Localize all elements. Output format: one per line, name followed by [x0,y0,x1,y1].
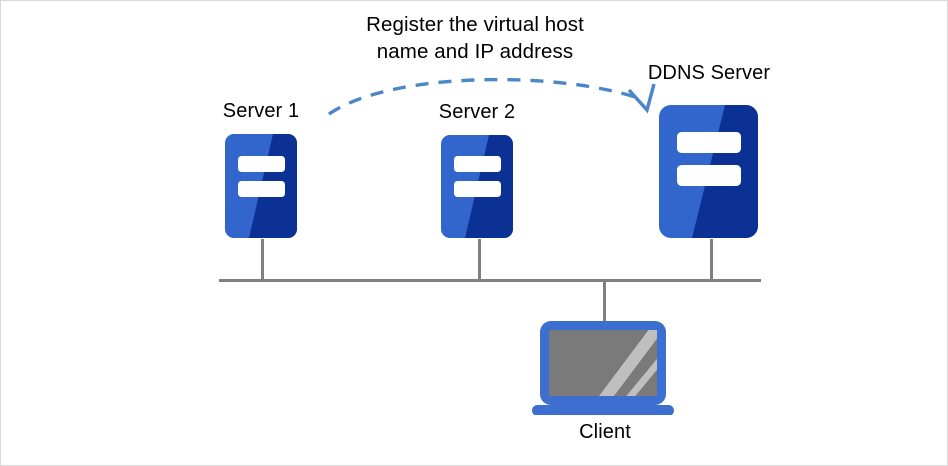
laptop-base [532,405,674,415]
node-label-server-1: Server 1 [222,100,300,122]
register-arrow-head [627,83,656,114]
node-label-ddns-server: DDNS Server [647,62,771,84]
annotation-line-1: Register the virtual host [366,13,584,36]
server-1-icon [225,134,297,238]
annotation-line-2: name and IP address [376,40,574,63]
client-laptop-icon [532,320,674,415]
annotation-label: Register the virtual host name and IP add… [1,11,947,65]
wire-ddns-server [710,239,713,280]
wire-server-2 [478,239,481,280]
network-bus-line [219,279,761,282]
node-label-server-2: Server 2 [438,101,516,123]
wire-server-1 [261,239,264,280]
wire-client [603,281,606,321]
ddns-server-icon [659,105,758,238]
server-2-icon [441,135,513,238]
node-label-client: Client [579,421,631,443]
